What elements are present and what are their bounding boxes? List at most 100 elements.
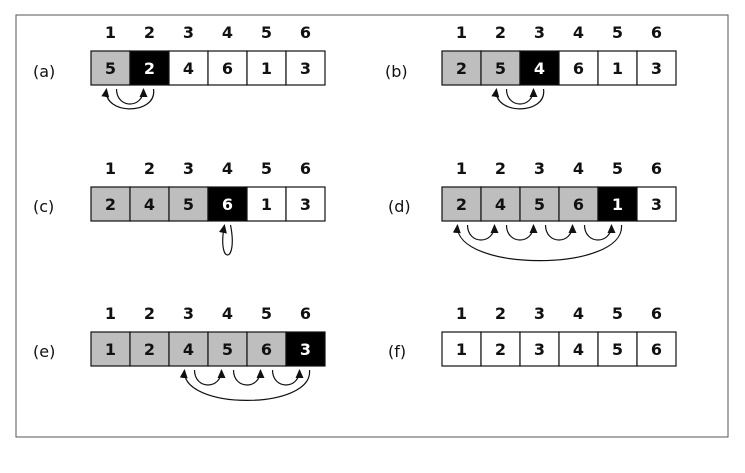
index-label: 1 xyxy=(456,304,467,323)
array-cell-sorted xyxy=(519,186,560,222)
cell-value: 2 xyxy=(105,195,116,214)
cell-value: 6 xyxy=(222,195,233,214)
array-cell-unsorted xyxy=(519,331,560,367)
array-cell-unsorted xyxy=(558,50,599,86)
index-label: 6 xyxy=(300,304,311,323)
array-cell-unsorted xyxy=(246,186,287,222)
cell-value: 6 xyxy=(573,195,584,214)
cell-value: 6 xyxy=(651,340,662,359)
shift-arrow xyxy=(466,224,499,241)
panel-label: (a) xyxy=(33,62,55,81)
index-label: 1 xyxy=(456,23,467,42)
array-cell-sorted xyxy=(129,331,170,367)
cell-value: 3 xyxy=(300,340,311,359)
cell-value: 1 xyxy=(612,195,623,214)
index-label: 2 xyxy=(144,23,155,42)
array-cell-unsorted xyxy=(441,331,482,367)
index-label: 3 xyxy=(183,159,194,178)
array-cell-sorted xyxy=(90,50,131,86)
cell-value: 1 xyxy=(261,59,272,78)
cell-value: 2 xyxy=(456,195,467,214)
shift-arrow xyxy=(115,88,148,105)
array-cell-unsorted xyxy=(636,331,677,367)
index-label: 6 xyxy=(651,304,662,323)
array-cell-unsorted xyxy=(480,331,521,367)
panel-label: (d) xyxy=(388,197,411,216)
array-cell-sorted xyxy=(441,186,482,222)
index-label: 4 xyxy=(573,23,584,42)
array-cell-current xyxy=(129,50,170,86)
index-label: 2 xyxy=(495,304,506,323)
index-label: 5 xyxy=(261,23,272,42)
cell-value: 4 xyxy=(183,340,194,359)
index-label: 3 xyxy=(534,304,545,323)
index-label: 1 xyxy=(105,159,116,178)
index-label: 6 xyxy=(651,159,662,178)
cell-value: 4 xyxy=(573,340,584,359)
panel-label: (f) xyxy=(388,342,406,361)
array-cell-current xyxy=(207,186,248,222)
cell-value: 3 xyxy=(300,59,311,78)
array-cell-sorted xyxy=(90,186,131,222)
cell-value: 6 xyxy=(261,340,272,359)
array-cell-sorted xyxy=(480,186,521,222)
cell-value: 3 xyxy=(534,340,545,359)
panel-label: (e) xyxy=(33,342,55,361)
index-label: 4 xyxy=(573,159,584,178)
array-cell-unsorted xyxy=(558,331,599,367)
shift-arrow xyxy=(583,224,616,241)
cell-value: 5 xyxy=(183,195,194,214)
cell-value: 4 xyxy=(534,59,545,78)
array-cell-unsorted xyxy=(285,186,326,222)
cell-value: 1 xyxy=(105,340,116,359)
shift-arrow xyxy=(505,224,538,241)
cell-value: 2 xyxy=(144,59,155,78)
cell-value: 4 xyxy=(183,59,194,78)
cell-value: 6 xyxy=(222,59,233,78)
index-label: 3 xyxy=(534,159,545,178)
shift-arrow xyxy=(544,224,577,241)
index-label: 2 xyxy=(144,159,155,178)
cell-value: 2 xyxy=(144,340,155,359)
index-label: 5 xyxy=(612,159,623,178)
cell-value: 3 xyxy=(300,195,311,214)
index-label: 1 xyxy=(105,304,116,323)
index-label: 4 xyxy=(222,304,233,323)
array-cell-sorted xyxy=(480,50,521,86)
array-cell-sorted xyxy=(90,331,131,367)
index-label: 4 xyxy=(222,159,233,178)
index-label: 5 xyxy=(612,304,623,323)
array-cell-unsorted xyxy=(636,186,677,222)
cell-value: 5 xyxy=(222,340,233,359)
cell-value: 4 xyxy=(495,195,506,214)
index-label: 1 xyxy=(456,159,467,178)
cell-value: 5 xyxy=(495,59,506,78)
index-label: 6 xyxy=(651,23,662,42)
index-label: 4 xyxy=(222,23,233,42)
cell-value: 1 xyxy=(261,195,272,214)
shift-arrow xyxy=(271,369,304,386)
array-cell-sorted xyxy=(441,50,482,86)
cell-value: 4 xyxy=(144,195,155,214)
panel-label: (c) xyxy=(33,197,54,216)
index-label: 2 xyxy=(495,23,506,42)
cell-value: 2 xyxy=(495,340,506,359)
index-label: 3 xyxy=(534,23,545,42)
index-label: 1 xyxy=(105,23,116,42)
index-label: 3 xyxy=(183,23,194,42)
array-cell-current xyxy=(285,331,326,367)
array-cell-current xyxy=(597,186,638,222)
array-cell-unsorted xyxy=(597,50,638,86)
insert-arrow xyxy=(101,88,155,110)
panel-label: (b) xyxy=(385,62,408,81)
array-cell-unsorted xyxy=(207,50,248,86)
index-label: 2 xyxy=(144,304,155,323)
cell-value: 1 xyxy=(456,340,467,359)
cell-value: 2 xyxy=(456,59,467,78)
shift-arrow xyxy=(505,88,538,105)
cell-value: 5 xyxy=(612,340,623,359)
